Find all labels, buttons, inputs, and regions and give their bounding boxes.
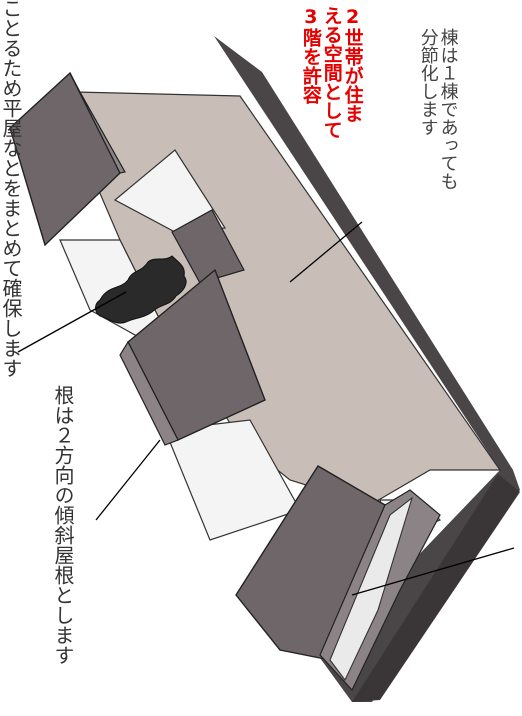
roof-block-middle-face xyxy=(119,340,179,446)
leader-line-lower xyxy=(351,547,515,596)
label-multigen-line3: 3階を許容 xyxy=(299,6,322,104)
white-face-4 xyxy=(113,149,227,233)
label-segmentation: 棟は１棟であっても 分節化します xyxy=(417,28,459,308)
label-roof-pitch: 根は２方向の傾斜屋根とします xyxy=(51,385,75,665)
tree-icon xyxy=(95,255,187,324)
label-split-line1: 棟は１棟であっても xyxy=(437,28,459,190)
leader-line-roof xyxy=(95,439,161,521)
label-top-partial: ことるため平屋なとをまとめて確保します xyxy=(0,0,23,378)
label-split-line2: 分節化します xyxy=(417,28,439,136)
leader-line-tree xyxy=(17,291,127,353)
roof-block-top-side xyxy=(69,72,126,174)
label-multigen-line1: 2世帯が住ま xyxy=(341,6,364,123)
label-multigen-line2: える空間として xyxy=(320,6,343,139)
ground-slab xyxy=(214,36,520,702)
connector-block xyxy=(171,209,245,284)
label-multigenerational: 2世帯が住ま える空間として 3階を許容 xyxy=(299,6,364,206)
leader-line-split xyxy=(289,221,363,283)
ground-slab-base xyxy=(352,474,520,702)
